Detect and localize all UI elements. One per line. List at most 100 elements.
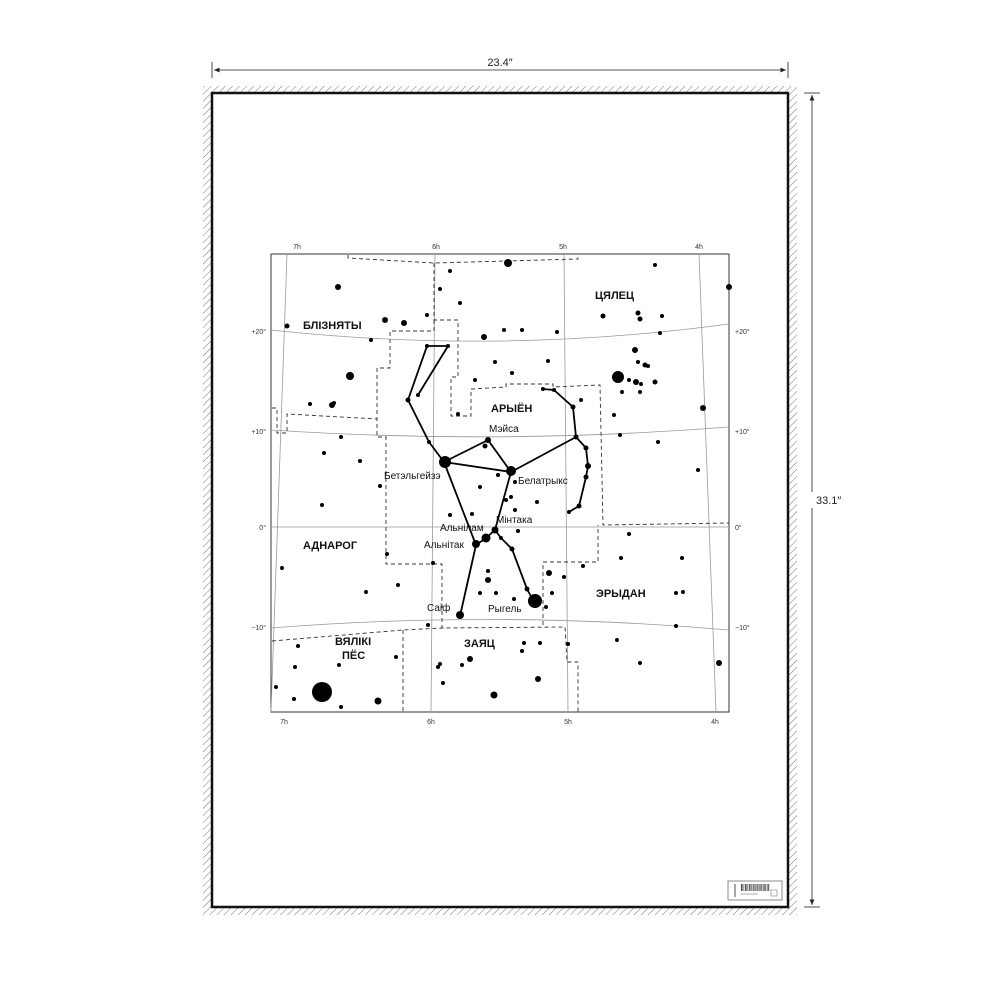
ra-line-7h <box>270 253 288 713</box>
constellation-line <box>572 406 577 438</box>
height-dimension: 33.1″ <box>804 92 841 908</box>
constellation-boundaries <box>271 254 730 712</box>
star <box>458 301 462 305</box>
star <box>627 532 631 536</box>
star <box>486 569 490 573</box>
star <box>576 503 582 509</box>
barcode-bar <box>754 884 755 891</box>
star <box>516 529 520 533</box>
chart-frame <box>270 253 730 713</box>
label-saiph: Саіф <box>427 602 450 614</box>
star <box>612 413 616 417</box>
constellation-line <box>443 461 512 473</box>
star <box>322 451 326 455</box>
star <box>431 561 435 565</box>
star <box>541 387 545 391</box>
constellation-line <box>407 345 428 401</box>
constellation-line <box>417 345 449 396</box>
barcode-bar <box>747 884 748 891</box>
barcode-bar <box>742 884 743 891</box>
barcode-bar <box>767 884 768 891</box>
constellation-line <box>494 471 512 531</box>
constellation-line <box>407 399 430 443</box>
star <box>619 556 623 560</box>
star <box>660 314 664 318</box>
star <box>485 577 491 583</box>
star <box>513 480 517 484</box>
star <box>493 360 497 364</box>
star <box>473 378 477 382</box>
star <box>538 641 542 645</box>
star <box>639 382 643 386</box>
star <box>460 663 464 667</box>
star <box>292 697 296 701</box>
star-chart: 7h 6h 5h 4h 7h 6h 5h 4h +20° +10° 0° −10… <box>251 244 750 726</box>
star <box>653 263 657 267</box>
star <box>491 526 499 534</box>
star <box>485 437 491 443</box>
star <box>646 364 650 368</box>
star <box>658 331 662 335</box>
star <box>385 552 389 556</box>
dec-right-minus10: −10° <box>735 624 750 632</box>
dec-right-plus20: +20° <box>735 328 750 336</box>
label-canis-major-2: ПЁС <box>342 649 365 662</box>
star <box>504 259 512 267</box>
star <box>426 623 430 627</box>
star <box>512 597 516 601</box>
width-dimension: 23.4″ <box>211 55 789 78</box>
star <box>635 310 641 316</box>
label-meissa: Мэйса <box>489 424 519 435</box>
dec-line-plus10 <box>270 426 730 438</box>
dec-left-minus10: −10° <box>251 624 266 632</box>
star <box>374 697 382 705</box>
star <box>633 379 639 385</box>
star <box>716 660 722 666</box>
star <box>448 269 452 273</box>
star <box>637 316 643 322</box>
label-alnilam: Альнілам <box>440 523 484 534</box>
star <box>535 676 541 682</box>
ra-line-5h <box>563 253 569 713</box>
star <box>280 566 284 570</box>
dec-line-minus10 <box>270 619 730 631</box>
star <box>524 586 530 592</box>
star <box>656 440 660 444</box>
constellation-line <box>500 537 513 550</box>
label-gemini: БЛІЗНЯТЫ <box>303 320 362 332</box>
star <box>579 398 583 402</box>
star <box>416 393 420 397</box>
star <box>636 360 640 364</box>
star <box>446 344 450 348</box>
star <box>332 401 336 405</box>
star <box>293 665 297 669</box>
star <box>456 611 464 619</box>
ra-line-4h <box>698 253 717 713</box>
star <box>509 495 513 499</box>
star <box>612 371 624 383</box>
width-label: 23.4″ <box>487 57 512 69</box>
product-label <box>727 880 783 901</box>
star <box>456 412 460 416</box>
star <box>499 536 503 540</box>
constellation-line <box>487 439 512 473</box>
constellation-line <box>553 389 574 408</box>
star <box>615 638 619 642</box>
star <box>284 323 290 329</box>
barcode-bar <box>764 884 766 891</box>
star <box>439 456 451 468</box>
star <box>509 546 515 552</box>
star <box>274 685 278 689</box>
label-mintaka: Мінтака <box>496 515 533 526</box>
ra-bottom-6h: 6h <box>427 719 435 726</box>
stars <box>274 259 732 709</box>
label-eridanus: ЭРЫДАН <box>596 588 646 600</box>
star <box>441 681 445 685</box>
star <box>296 644 300 648</box>
barcode-bar <box>751 884 752 891</box>
barcode <box>741 884 770 891</box>
star <box>652 379 658 385</box>
constellation-line <box>585 447 589 467</box>
barcode-bar <box>750 884 751 891</box>
